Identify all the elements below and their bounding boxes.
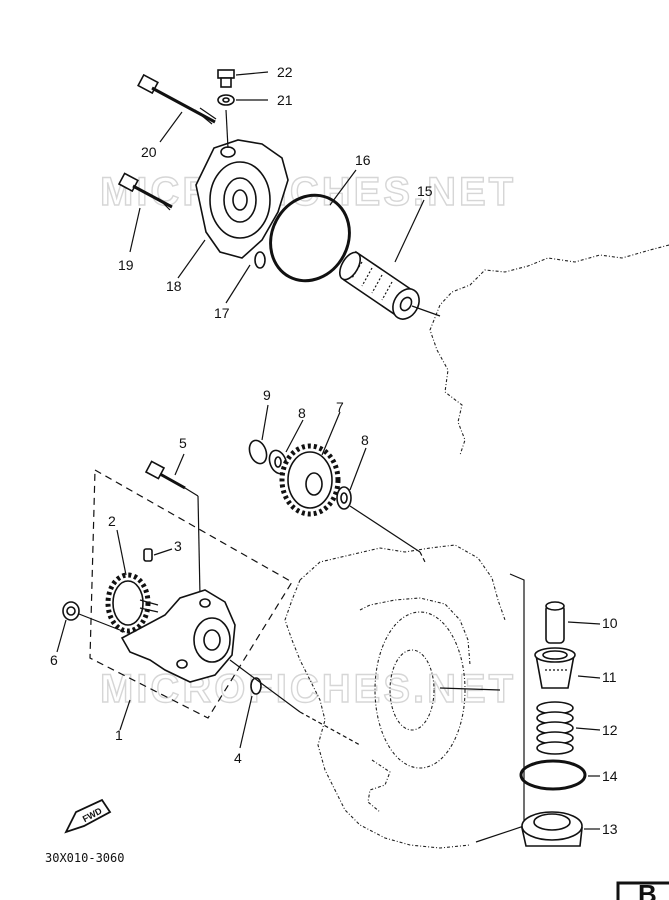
o-ring-16: [269, 193, 351, 283]
label-part-7: 7: [336, 399, 344, 415]
label-part-21: 21: [277, 92, 293, 108]
corner-page-letter: B: [616, 879, 669, 900]
label-part-8-lower: 8: [361, 432, 369, 448]
watermark-top: MICROFICHES.NET: [100, 170, 516, 214]
label-part-16: 16: [355, 152, 371, 168]
label-part-12: 12: [602, 722, 618, 738]
crankcase-outline-upper: [429, 244, 669, 456]
label-part-8-upper: 8: [298, 405, 306, 421]
label-part-10: 10: [602, 615, 618, 631]
strainer-axis: [439, 687, 501, 691]
gear-7: [279, 443, 341, 517]
pump-gear-2: [105, 572, 159, 634]
bolt-20: [137, 73, 217, 125]
crankcase-outline-lower: [284, 544, 506, 849]
label-part-19: 19: [118, 257, 134, 273]
oil-filter-element-15: [338, 250, 441, 320]
catalog-code: 30X010-3060: [45, 851, 124, 865]
leader-lines: [56, 71, 601, 830]
label-part-20: 20: [141, 144, 157, 160]
label-part-4: 4: [234, 750, 242, 766]
o-ring-14: [519, 759, 587, 791]
screw-22: [217, 69, 235, 88]
pump-assembly-box: [89, 468, 293, 719]
collar-6: [62, 601, 126, 633]
fwd-arrow-icon: FWD: [64, 798, 112, 834]
circlip-9: [248, 439, 268, 465]
label-part-14: 14: [602, 768, 618, 784]
oil-filter-cover-18: [195, 109, 289, 259]
oil-pump-body-1: [120, 589, 236, 683]
label-part-2: 2: [108, 513, 116, 529]
corner-letter: B: [638, 879, 657, 900]
washer-21: [217, 94, 235, 106]
label-part-17: 17: [214, 305, 230, 321]
strainer-cap-11: [534, 647, 576, 689]
label-part-1: 1: [115, 727, 123, 743]
o-ring-4: [229, 659, 361, 746]
label-part-3: 3: [174, 538, 182, 554]
watermark-bottom: MICROFICHES.NET: [100, 667, 516, 711]
washer-8-lower: [336, 486, 426, 563]
pipe-10: [545, 601, 565, 644]
spring-12: [536, 701, 574, 755]
label-part-9: 9: [263, 387, 271, 403]
label-part-11: 11: [602, 669, 617, 685]
pin-3: [143, 548, 153, 562]
label-part-5: 5: [179, 435, 187, 451]
label-part-22: 22: [277, 64, 293, 80]
o-ring-17: [254, 251, 266, 269]
bolt-19: [117, 172, 173, 211]
strainer-bracket: [475, 573, 525, 843]
label-part-6: 6: [50, 652, 58, 668]
drain-plug-13: [521, 811, 583, 847]
label-part-13: 13: [602, 821, 618, 837]
label-part-18: 18: [166, 278, 182, 294]
pump-bolt-5: [144, 460, 201, 597]
label-part-15: 15: [417, 183, 433, 199]
